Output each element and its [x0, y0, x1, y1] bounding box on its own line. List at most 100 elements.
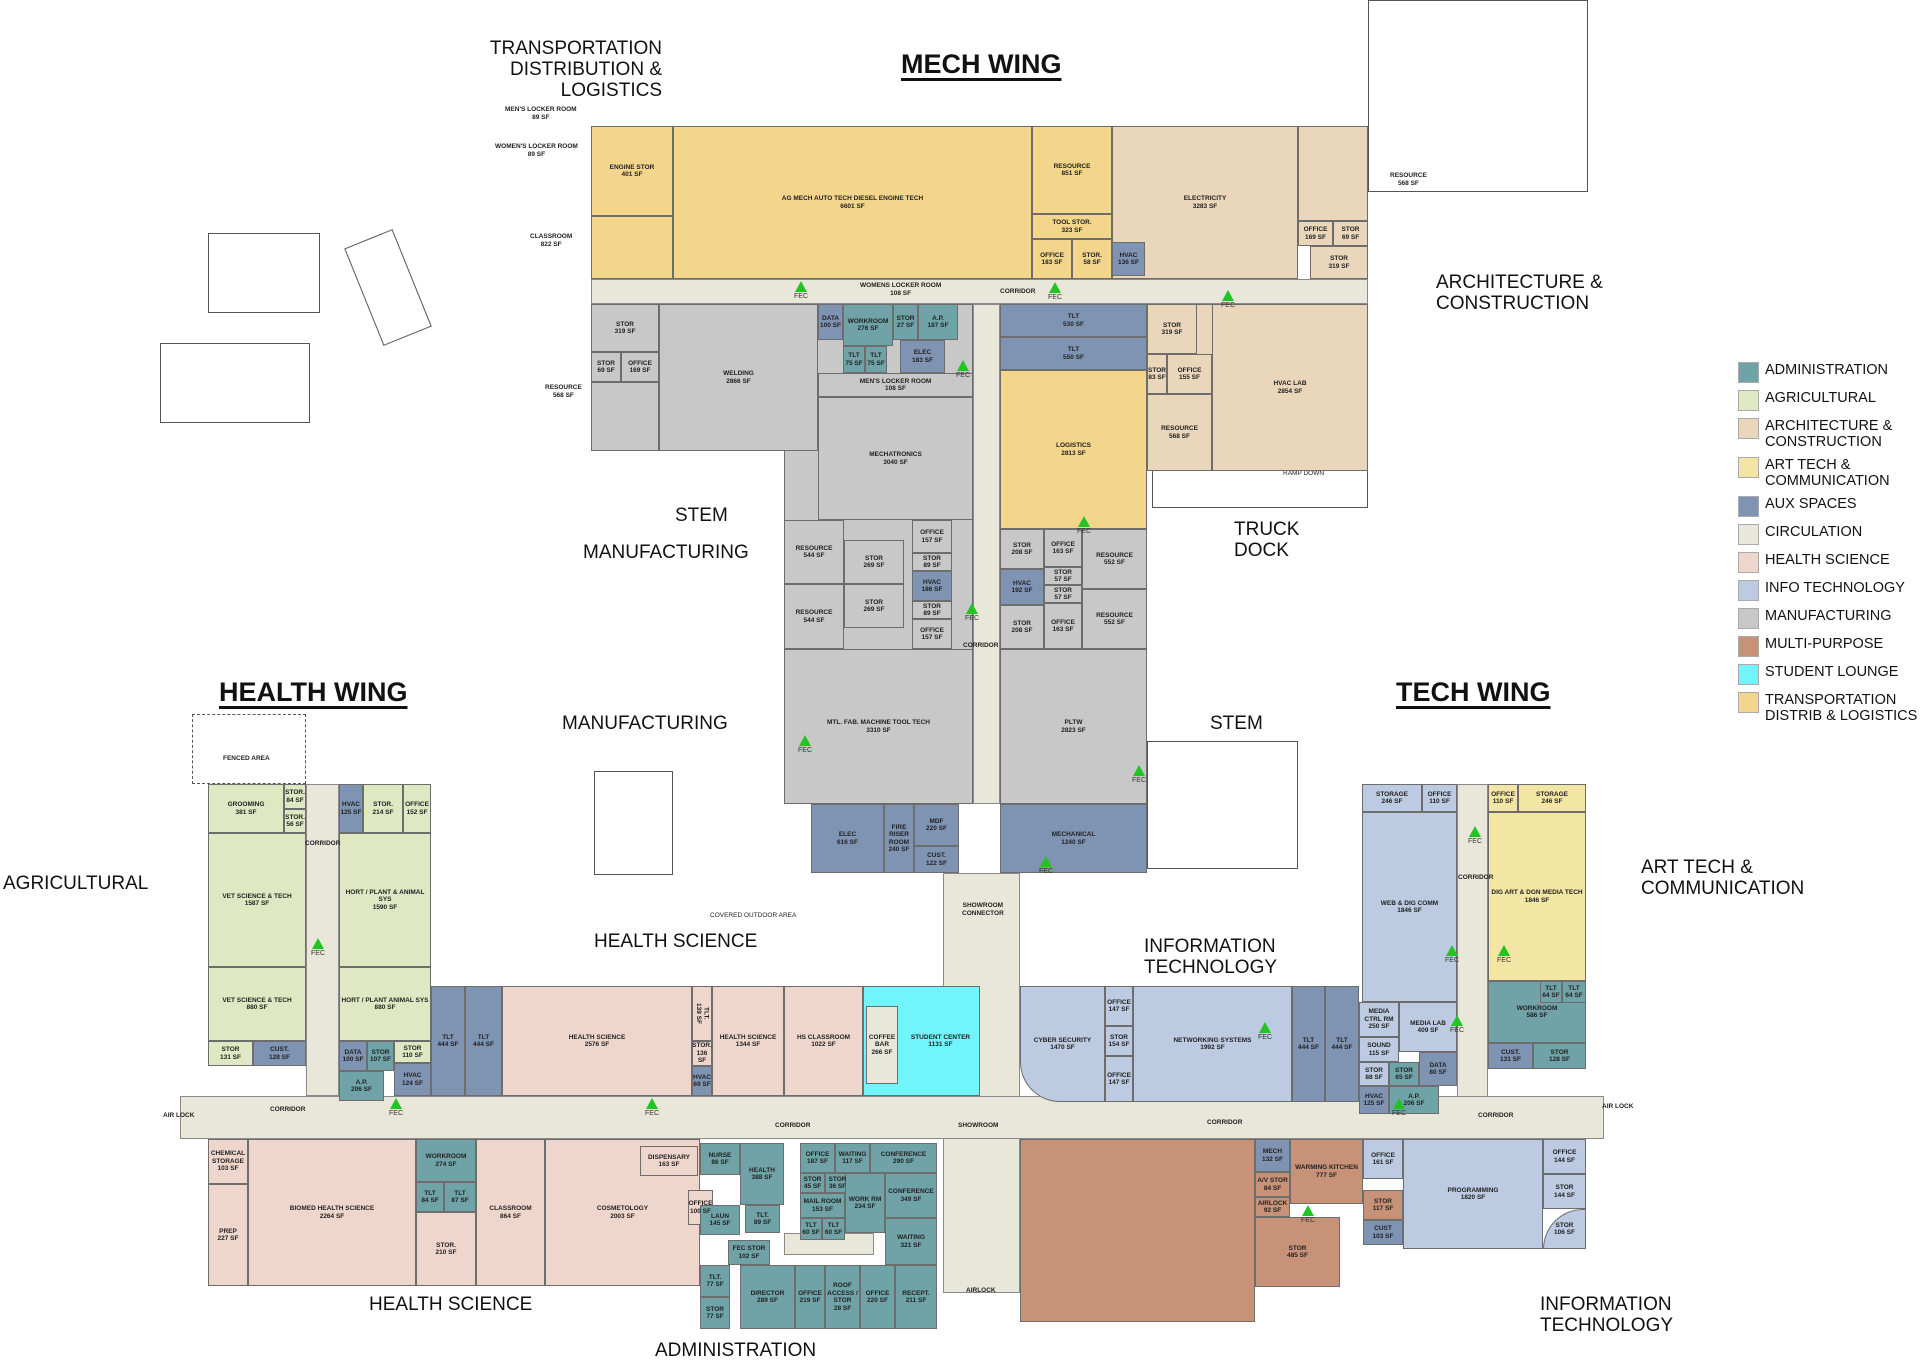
- room-stor: STOR.84 SF: [284, 784, 306, 809]
- room-name: VET SCIENCE & TECH: [222, 996, 292, 1004]
- label-showroom-connector: SHOWROOM CONNECTOR: [962, 902, 1004, 917]
- room-area: 2264 SF: [319, 1212, 345, 1220]
- room-area: 69 SF: [693, 1081, 711, 1088]
- room-name: STOR: [1054, 568, 1072, 576]
- room-area: 1240 SF: [1061, 838, 1086, 846]
- room-area: 69 SF: [597, 367, 615, 374]
- legend-item-lounge: STUDENT LOUNGE: [1738, 664, 1920, 685]
- room-area: 92 SF: [1263, 1207, 1282, 1214]
- room-area: 187 SF: [927, 322, 949, 329]
- room-name: TLT: [442, 1033, 454, 1041]
- room-area: 219 SF: [799, 1297, 821, 1304]
- legend-label: TRANSPORTATION DISTRIB & LOGISTICS: [1765, 692, 1918, 724]
- room-area: 87 SF: [451, 1197, 469, 1204]
- room-area: 147 SF: [1108, 1079, 1130, 1086]
- room-name: HEALTH SCIENCE: [568, 1033, 626, 1041]
- room-area: 27 SF: [896, 322, 915, 329]
- legend-label: MULTI-PURPOSE: [1765, 636, 1884, 652]
- room-name: STOR: [865, 554, 883, 562]
- room-name: WORK RM: [848, 1195, 882, 1203]
- label-airlock: AIRLOCK: [966, 1287, 996, 1294]
- room-area: 319 SF: [1161, 329, 1183, 336]
- room-area: 84 SF: [421, 1197, 439, 1204]
- room-area: 153 SF: [812, 1205, 833, 1213]
- room-area: 131 SF: [1500, 1056, 1521, 1063]
- label-covered-outdoor-area: COVERED OUTDOOR AREA: [710, 912, 797, 919]
- room-stor: STOR.58 SF: [1072, 239, 1112, 279]
- room-area: 290 SF: [893, 1158, 914, 1165]
- room-area: 86 SF: [711, 1159, 729, 1166]
- existing-building-outline: [1368, 0, 1588, 192]
- legend-item-health: HEALTH SCIENCE: [1738, 552, 1920, 573]
- label-architecture: ARCHITECTURE & CONSTRUCTION: [1436, 272, 1603, 314]
- legend-label: HEALTH SCIENCE: [1765, 552, 1890, 568]
- room-area: 169 SF: [1305, 233, 1326, 241]
- room-name: HVAC LAB: [1273, 380, 1307, 387]
- room-area: 2823 SF: [1061, 726, 1086, 734]
- room-a-p: A.P.206 SF: [339, 1071, 384, 1101]
- legend-swatch: [1738, 390, 1759, 411]
- room-area: 616 SF: [837, 838, 858, 846]
- room-name: STOR: [1163, 321, 1181, 329]
- room-name: CUST: [1374, 1225, 1392, 1232]
- room: [591, 216, 673, 279]
- room-name: SOUND: [1367, 1042, 1391, 1049]
- legend-label: STUDENT LOUNGE: [1765, 664, 1899, 680]
- room-name: ELECTRICITY: [1183, 195, 1227, 202]
- fec-label: FEC: [311, 950, 325, 957]
- room-name: BIOMED HEALTH SCIENCE: [289, 1205, 375, 1212]
- room-tlt: TLT.139 SF: [692, 986, 712, 1041]
- label-manufacturing-1: MANUFACTURING: [583, 542, 749, 563]
- room-cust: CUST.131 SF: [1488, 1043, 1533, 1069]
- label-air-lock-right: AIR LOCK: [1602, 1103, 1634, 1110]
- room-name: COSMETOLOGY: [596, 1205, 649, 1212]
- fec-label: FEC: [1468, 838, 1482, 845]
- room-name: RESOURCE: [795, 544, 833, 552]
- room-name: OFFICE: [865, 1289, 890, 1297]
- room-name: HVAC: [693, 1073, 711, 1081]
- corridor-agri: [306, 784, 339, 1096]
- room-area: 169 SF: [629, 367, 651, 374]
- room-name: STOR: [896, 314, 915, 322]
- room-tlt: TLT.89 SF: [745, 1205, 780, 1233]
- legend-label: AUX SPACES: [1765, 496, 1857, 512]
- room-name: STOR: [706, 1305, 724, 1313]
- room-area: 145 SF: [709, 1220, 731, 1227]
- room-area: 864 SF: [500, 1212, 521, 1220]
- canopy-outline: [1147, 741, 1298, 869]
- room-area: 2813 SF: [1061, 449, 1086, 457]
- room-name: TLT: [1336, 1036, 1348, 1044]
- room-name: STOR: [865, 598, 883, 606]
- callout-mens-locker: MEN'S LOCKER ROOM 89 SF: [505, 106, 577, 121]
- room-name: RECEPT.: [902, 1289, 930, 1297]
- room-area: 183 SF: [1041, 259, 1063, 266]
- room-name: NURSE: [708, 1151, 732, 1159]
- room-name: TLT: [424, 1189, 436, 1197]
- fec-triangle-icon: [1446, 945, 1458, 956]
- label-corridor-main-3: CORRIDOR: [1207, 1119, 1243, 1126]
- room-name: PROGRAMMING: [1447, 1186, 1499, 1194]
- room-name: TLT: [870, 352, 882, 359]
- room-area: 103 SF: [217, 1165, 239, 1173]
- room-area: 187 SF: [807, 1158, 828, 1165]
- room-name: OFFICE: [1107, 1071, 1131, 1079]
